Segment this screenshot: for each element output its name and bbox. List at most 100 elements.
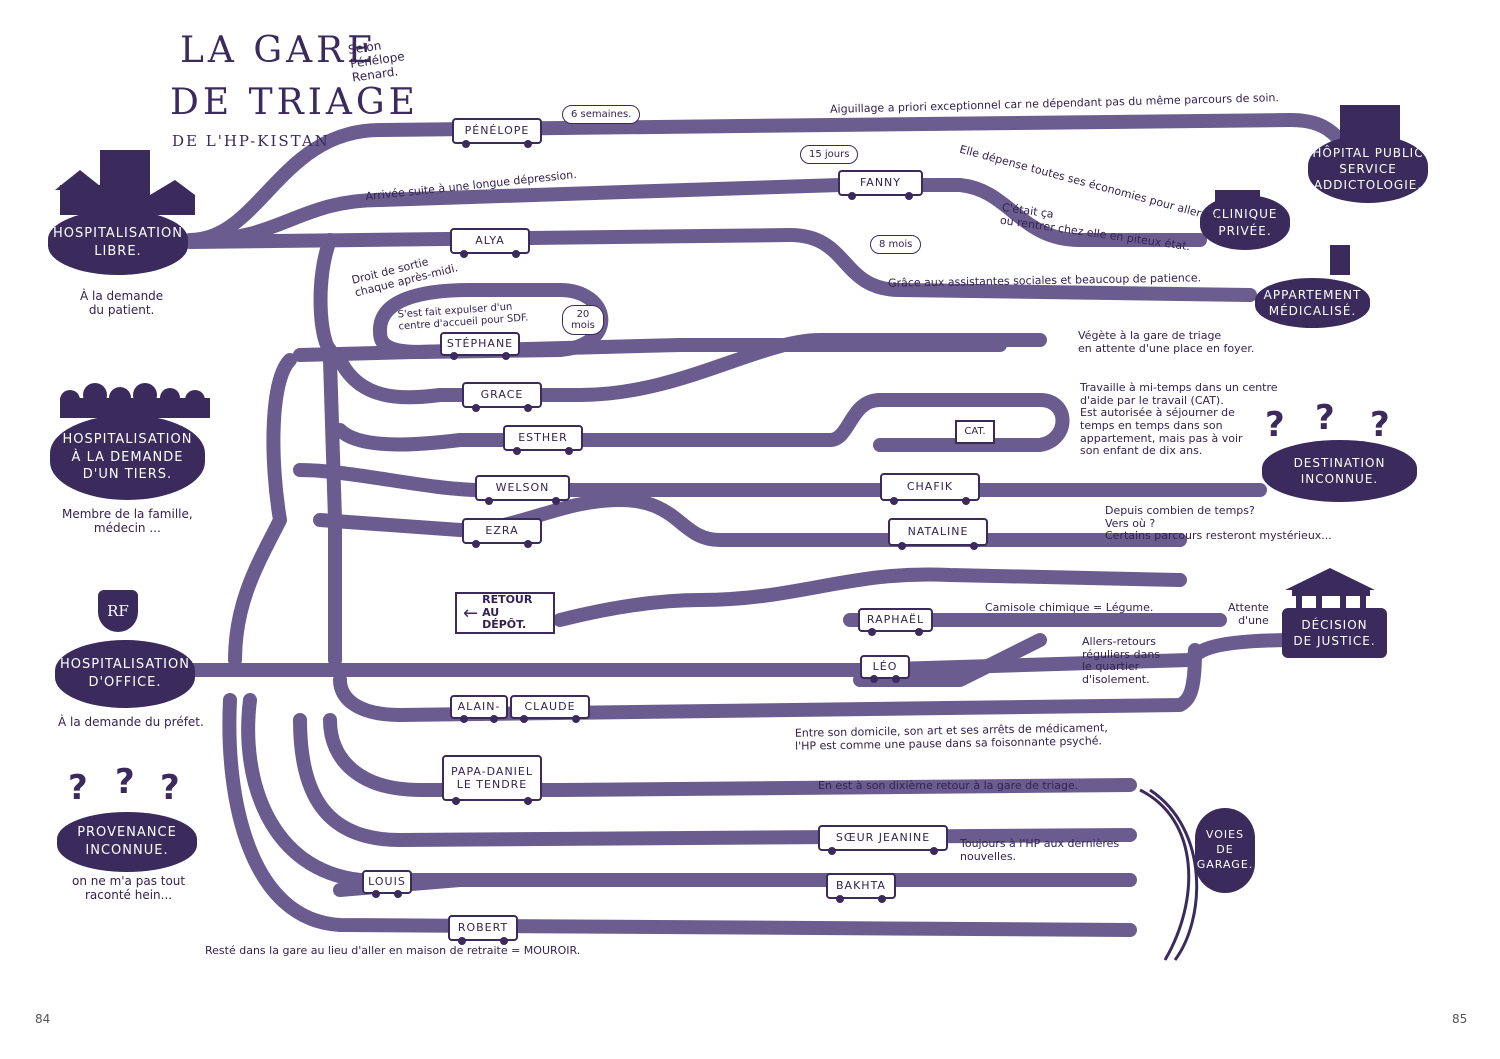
wheel-right-icon <box>905 192 913 200</box>
wagon: CLAUDE <box>510 695 590 723</box>
wheel-right-icon <box>915 628 923 636</box>
track-trunk-left <box>228 353 297 667</box>
wheel-right-icon <box>962 497 970 505</box>
wheel-right-icon <box>524 540 532 548</box>
wagon-name: SŒUR JEANINE <box>835 831 931 845</box>
wheel-left-icon <box>472 404 480 412</box>
wagon: GRACE <box>462 382 542 412</box>
track-bakhta <box>241 693 1137 887</box>
wagon-name: FANNY <box>859 176 902 190</box>
origin-hospitalisation-libre: HOSPITALISATION LIBRE. <box>48 210 188 275</box>
wagon-name: LÉO <box>872 660 898 674</box>
track-depot <box>553 567 1187 627</box>
destination-label: CLINIQUE PRIVÉE. <box>1212 207 1278 238</box>
title-line-1: LA GARE <box>180 30 378 71</box>
origin-label: HOSPITALISATION LIBRE. <box>53 225 183 259</box>
annotation-attente: Attente d'une <box>1228 601 1269 627</box>
wheel-left-icon <box>520 715 528 723</box>
wheel-left-icon <box>513 447 521 455</box>
shield-label: RF <box>107 602 129 620</box>
cat-label: CAT. <box>964 426 986 438</box>
wagon: LOUIS <box>362 870 412 898</box>
wheel-left-icon <box>450 352 458 360</box>
track-penelope <box>183 113 1347 247</box>
origin-label: PROVENANCE INCONNUE. <box>77 825 177 858</box>
wagon: RAPHAËL <box>858 608 933 636</box>
wheel-left-icon <box>848 192 856 200</box>
track-papa <box>323 713 1137 797</box>
wagon-duration: 6 semaines. <box>562 105 641 124</box>
origin-note: À la demande du préfet. <box>58 715 204 729</box>
destination-label: VOIES DE GARAGE. <box>1196 828 1254 871</box>
track-trunk-mid <box>323 353 342 667</box>
track-fanny <box>193 178 1207 247</box>
wagon: ALYA <box>450 228 530 258</box>
track-alya <box>183 228 1257 302</box>
track-jeanine <box>293 713 1137 847</box>
wagon-name: CLAUDE <box>524 700 576 714</box>
wheel-right-icon <box>524 797 532 805</box>
wagon: ESTHER <box>503 425 583 455</box>
origin-label: HOSPITALISATION D'OFFICE. <box>60 657 190 690</box>
wagon-name: RAPHAËL <box>866 613 925 627</box>
page-number-right: 85 <box>1452 1012 1468 1026</box>
wagon-name: LOUIS <box>368 875 406 889</box>
origin-hospitalisation-office: HOSPITALISATION D'OFFICE. <box>55 640 195 708</box>
origin-label: HOSPITALISATION À LA DEMANDE D'UN TIERS. <box>62 432 193 483</box>
wheel-right-icon <box>524 404 532 412</box>
wheel-right-icon <box>502 352 510 360</box>
destination-label: DESTINATION INCONNUE. <box>1293 455 1386 486</box>
wagon: ROBERT <box>448 915 518 945</box>
wagon: WELSON <box>475 475 570 505</box>
wheel-right-icon <box>572 715 580 723</box>
wheel-right-icon <box>552 497 560 505</box>
track-welson <box>293 463 1267 497</box>
question-mark-icon: ? <box>1370 405 1390 445</box>
wheel-left-icon <box>452 797 460 805</box>
question-mark-icon: ? <box>160 768 180 808</box>
track-ezra <box>313 493 1187 547</box>
wheel-left-icon <box>828 847 836 855</box>
question-mark-icon: ? <box>1265 405 1285 445</box>
title-author: Selon Pénélope Renard. <box>347 38 406 85</box>
title-line-2: DE TRIAGE <box>170 82 419 123</box>
wagon-duration: 15 jours <box>800 145 859 164</box>
justice-kiosk <box>1285 568 1375 610</box>
wheel-right-icon <box>565 447 573 455</box>
cat-sign: CAT. <box>955 420 995 444</box>
wheel-left-icon <box>890 497 898 505</box>
wagon-name: PAPA-DANIEL LE TENDRE <box>451 764 533 791</box>
arrow-left-icon: ← <box>463 602 479 624</box>
tree-silhouettes <box>60 383 210 418</box>
track-alain <box>333 643 1202 722</box>
wagon: CHAFIK <box>880 473 980 505</box>
destination-justice: DÉCISION DE JUSTICE. <box>1282 608 1387 658</box>
wagon: EZRA <box>462 518 542 548</box>
wagon-name: ALYA <box>475 234 505 248</box>
wagon-duration: 8 mois <box>870 235 922 254</box>
wheel-right-icon <box>892 675 900 683</box>
wheel-left-icon <box>898 542 906 550</box>
annotation-jeanine: Toujours à l'HP aux dernières nouvelles. <box>960 837 1120 863</box>
track-robert <box>222 693 1137 937</box>
wagon: ALAIN- <box>450 695 508 723</box>
destination-hopital-public: HÔPITAL PUBLIC SERVICE ADDICTOLOGIE. <box>1308 135 1428 203</box>
page-number-left: 84 <box>35 1012 51 1026</box>
wheel-right-icon <box>490 715 498 723</box>
wagon: BAKHTA <box>826 873 896 903</box>
wagon: SŒUR JEANINE <box>818 825 948 855</box>
wagon: PAPA-DANIEL LE TENDRE <box>442 755 542 805</box>
wheel-right-icon <box>878 895 886 903</box>
origin-note: Membre de la famille, médecin ... <box>62 507 193 535</box>
annotation-vegete: Végète à la gare de triage en attente d'… <box>1078 329 1255 355</box>
annotation-papa: En est à son dixième retour à la gare de… <box>818 779 1079 792</box>
wagon-name: ESTHER <box>518 431 568 445</box>
depot-label: RETOUR AU DÉPÔT. <box>482 593 533 632</box>
wagon-name: NATALINE <box>907 525 969 539</box>
wheel-left-icon <box>462 140 470 148</box>
wagon-name: STÉPHANE <box>446 337 514 351</box>
wagon-name: CHAFIK <box>906 480 954 494</box>
wheel-right-icon <box>500 937 508 945</box>
wagon: NATALINE <box>888 518 988 550</box>
